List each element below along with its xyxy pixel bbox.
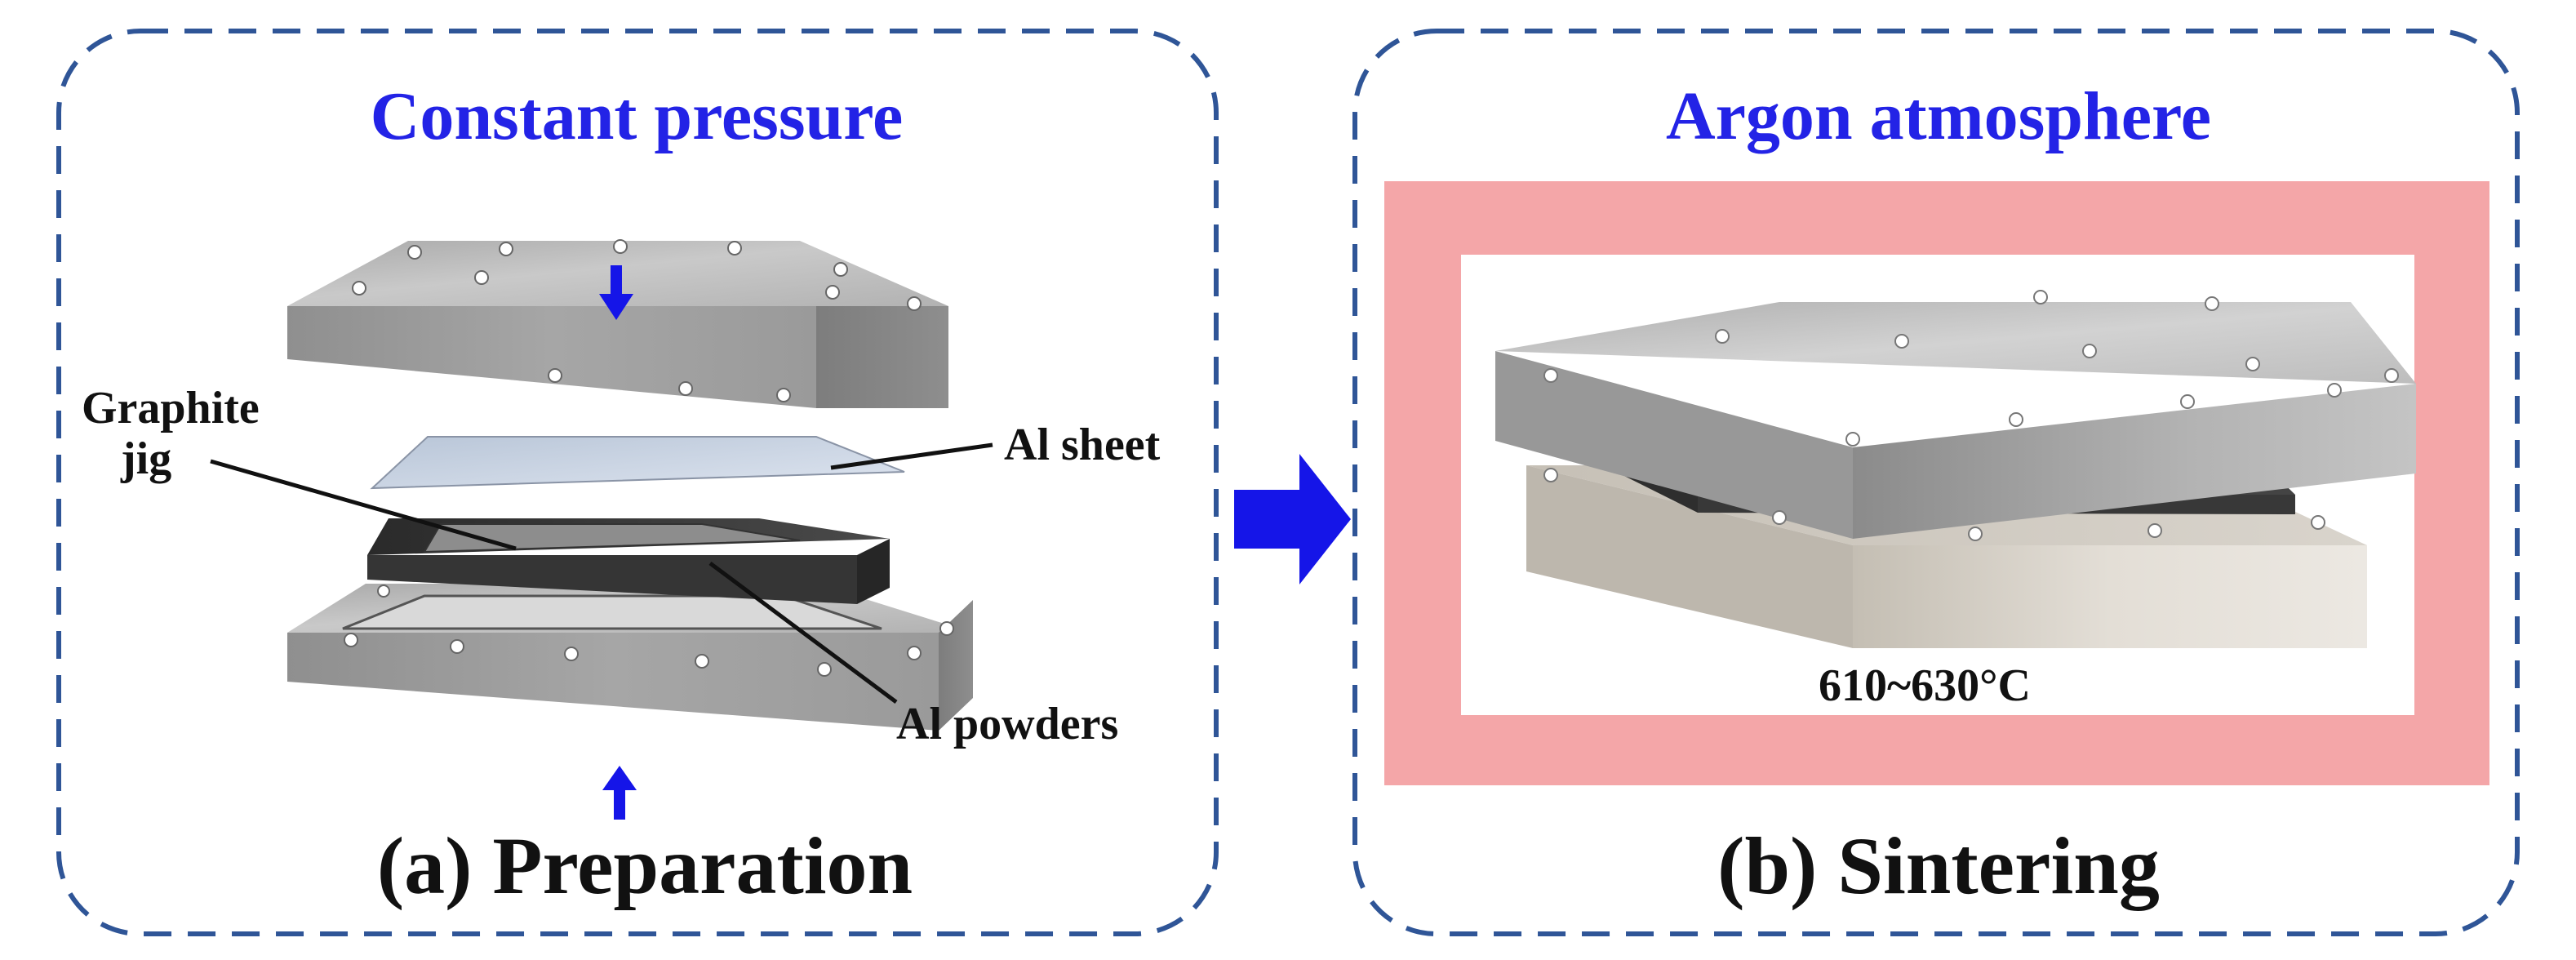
top-plate [287,239,948,408]
sintered-assembly [1495,290,2416,648]
process-arrow-icon [1234,454,1351,584]
panel-a-caption: (a) Preparation [377,820,913,911]
al-sheet [370,436,905,490]
top-pressure-arrow-icon [599,265,633,320]
bottom-plate [287,584,973,731]
panel-b-border [1352,29,2520,936]
panel-a-border [56,29,1219,936]
al-sheet-label: Al sheet [1004,420,1161,470]
panel-a-heading: Constant pressure [371,78,904,154]
al-powders-leader [708,561,898,704]
panel-b-caption: (b) Sintering [1717,820,2160,911]
al-sheet-leader [830,442,993,470]
graphite-label-line1: Graphite [82,383,260,433]
panel-sintering: Argon atmosphere [1352,29,2520,936]
bottom-pressure-arrow-icon [602,766,637,820]
furnace-frame [1384,181,2489,785]
graphite-jig-leader [210,459,517,551]
graphite-label-line2: jig [120,433,171,484]
panel-preparation: Constant pressure [56,29,1219,936]
graphite-jig [367,518,890,604]
al-powders-label: Al powders [896,699,1118,749]
temperature-label: 610~630°C [1819,660,2031,711]
panel-b-heading: Argon atmosphere [1666,78,2211,154]
